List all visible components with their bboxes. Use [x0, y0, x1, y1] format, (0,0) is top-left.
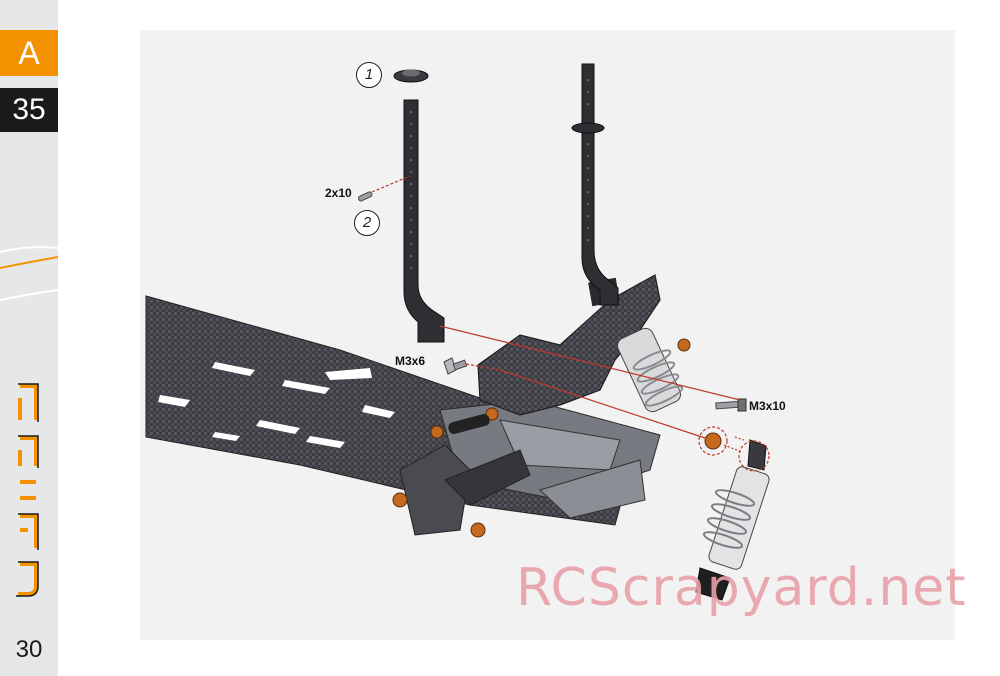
section-letter-badge: A: [0, 30, 58, 76]
step-number-badge: 35: [0, 88, 58, 132]
screw-m3x6-label: M3x6: [395, 354, 426, 368]
assembly-guide-lines: [371, 175, 745, 453]
watermark-text: RCScrapyard.net: [516, 558, 967, 618]
ball-stud-nut-icon: [698, 426, 728, 456]
swift-logo-icon: [16, 383, 39, 597]
screw-2x10-label: 2x10: [325, 186, 352, 200]
sidebar: A 35 30: [0, 0, 58, 676]
callout-step-1: 1: [356, 62, 382, 88]
screw-m3x10-icon: [715, 398, 747, 412]
screw-2x10-icon: [357, 191, 373, 202]
body-post-right: [571, 63, 619, 306]
callout-step-2: 2: [354, 210, 380, 236]
front-bulkhead-assembly: [392, 399, 661, 538]
shock-absorber-mounted: [617, 327, 691, 413]
screw-m3x10-label: M3x10: [749, 399, 786, 413]
screw-m3x6-icon: [443, 357, 468, 375]
page-number: 30: [15, 636, 43, 663]
sidebar-swoosh-decoration: [0, 246, 58, 301]
body-post-left: [403, 99, 445, 343]
body-post-clip-icon: [393, 69, 429, 83]
shock-absorber-exploded: [695, 439, 770, 601]
